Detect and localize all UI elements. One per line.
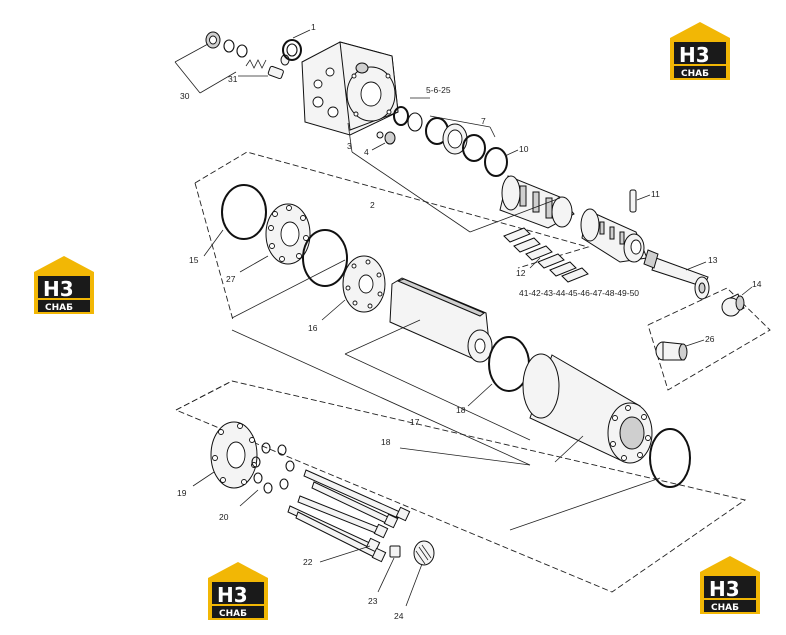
label-22: 22: [303, 557, 313, 567]
part-27-plate: [239, 203, 311, 273]
label-3: 3: [347, 141, 352, 151]
part-11-pin: [629, 189, 651, 213]
part-5-6-25-seals: [393, 97, 430, 132]
part-31-spring-valve: [238, 54, 290, 80]
part-15-oring: [203, 184, 267, 257]
part-10-oring: [484, 147, 519, 177]
part-7-thrust-bearing: [425, 115, 496, 162]
part-30-seal-stack: [174, 31, 248, 94]
part-14-cap: [721, 286, 753, 317]
part-19-end-flange: [192, 421, 258, 489]
label-17: 17: [410, 417, 420, 427]
label-23: 23: [368, 596, 378, 606]
part-13-drive-shaft: [643, 249, 710, 300]
label-7: 7: [481, 116, 486, 126]
label-19: 19: [177, 488, 187, 498]
logo-letters: H3: [679, 43, 710, 67]
logo-letters: H3: [43, 277, 74, 301]
label-16: 16: [308, 323, 318, 333]
label-30: 30: [180, 91, 190, 101]
spool-inner: [580, 208, 648, 263]
label-18-middle: 18: [456, 405, 466, 415]
part-1-oring: [282, 29, 311, 61]
part-24-nameplate: [405, 540, 435, 607]
part-26-cap: [655, 339, 705, 361]
part-18-oring-upper: [302, 229, 348, 287]
label-4: 4: [364, 147, 369, 157]
label-20: 20: [219, 512, 229, 522]
label-31: 31: [228, 74, 238, 84]
label-10: 10: [519, 144, 529, 154]
label-11: 11: [651, 189, 660, 199]
gear-rotor: [344, 277, 531, 441]
watermark-logo-top-right: H3 СНАБ: [670, 22, 730, 80]
logo-letters: H3: [709, 577, 740, 601]
label-1: 1: [311, 22, 316, 32]
label-27: 27: [226, 274, 236, 284]
label-14: 14: [752, 279, 762, 289]
label-18-lower: 18: [381, 437, 391, 447]
logo-subtitle: СНАБ: [45, 303, 73, 313]
part-17-motor-housing: [522, 353, 653, 464]
part-3-ball: [347, 122, 471, 233]
label-5-6-25: 5-6-25: [426, 85, 451, 95]
label-part-range: 41-42-43-44-45-46-47-48-49-50: [519, 288, 639, 298]
label-13: 13: [708, 255, 718, 265]
watermark-logo-bottom-left: H3 СНАБ: [208, 562, 268, 620]
valve-housing: [301, 41, 399, 136]
label-12: 12: [516, 268, 526, 278]
label-15: 15: [189, 255, 199, 265]
watermark-logo-left: H3 СНАБ: [34, 256, 94, 314]
logo-letters: H3: [217, 583, 248, 607]
part-12-leaf-springs: [503, 227, 589, 283]
part-22-tie-bolts: [287, 469, 411, 563]
logo-subtitle: СНАБ: [681, 69, 709, 79]
watermark-logo-bottom-right: H3 СНАБ: [700, 556, 760, 614]
logo-subtitle: СНАБ: [219, 609, 247, 619]
part-18-oring-end: [649, 428, 691, 488]
logo-subtitle: СНАБ: [711, 603, 739, 613]
label-26: 26: [705, 334, 715, 344]
label-24: 24: [394, 611, 404, 621]
part-20-washers: [239, 442, 295, 507]
part-labels: 1 30 31 5-6-25 7 3 4 10 2 11 12 41-42-43…: [177, 22, 762, 621]
part-4-plug: [371, 131, 396, 151]
label-2: 2: [370, 200, 375, 210]
part-23-bolt: [377, 545, 401, 593]
part-16-plate: [321, 255, 386, 321]
spool-sleeve: [499, 175, 575, 229]
